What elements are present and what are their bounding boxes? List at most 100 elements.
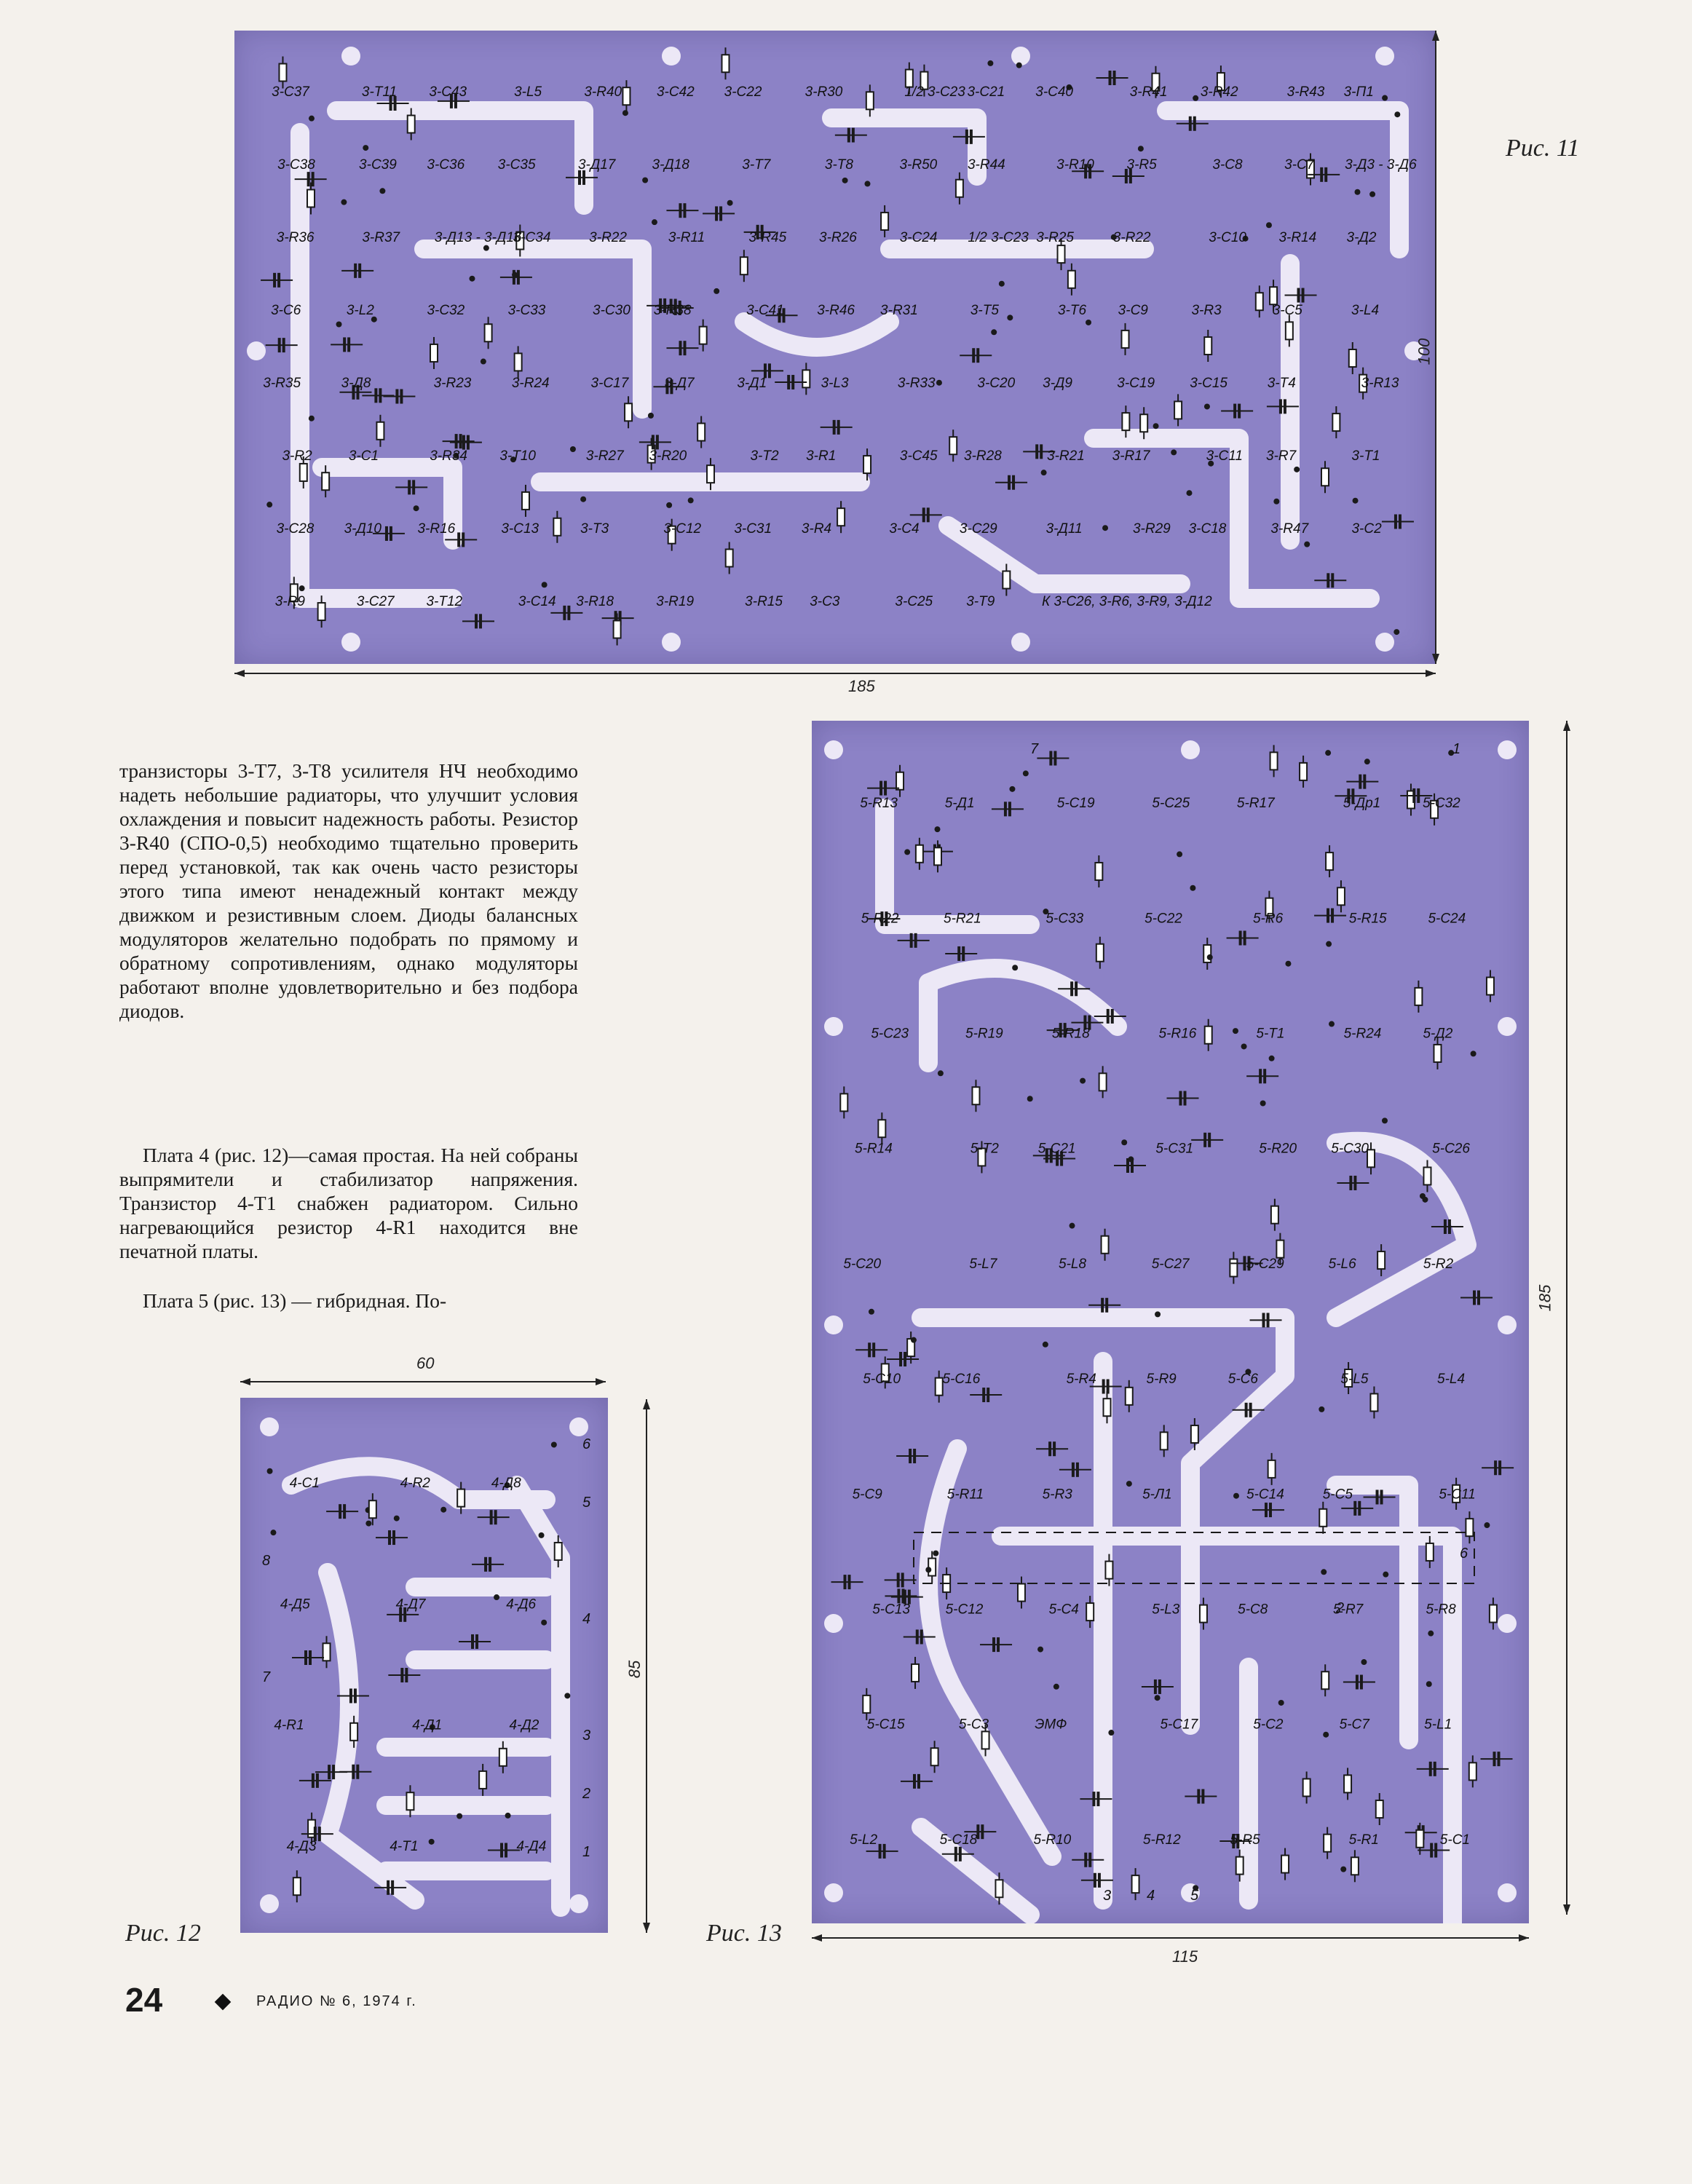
resistor-symbol: [1332, 413, 1341, 432]
solder-pad: [1080, 1077, 1086, 1084]
resistor-symbol: [1284, 321, 1294, 341]
solder-pad: [1069, 1222, 1075, 1229]
pin-label: 6: [1460, 1546, 1468, 1562]
resistor-symbol: [1269, 751, 1278, 771]
copper-trace: [282, 1457, 556, 1509]
solder-pad: [1110, 234, 1117, 240]
solder-pad: [393, 1515, 400, 1522]
component-label: 3-R4: [802, 521, 831, 537]
resistor-symbol: [1299, 761, 1308, 781]
copper-trace: [875, 799, 1040, 934]
resistor-symbol: [920, 71, 929, 90]
solder-pad: [1304, 541, 1310, 547]
resistor-symbol: [478, 1770, 488, 1789]
component-label: 5-R12: [1143, 1832, 1181, 1848]
resistor-symbol: [1321, 467, 1330, 487]
fig11-caption: Рис. 11: [1506, 135, 1580, 162]
component-label: 3-C3: [810, 594, 840, 609]
page-number: 24: [125, 1981, 163, 2019]
copper-trace: [1327, 1131, 1476, 1327]
component-label: 3-Д2: [1347, 230, 1377, 245]
solder-pad: [469, 275, 475, 282]
component-label: 3-T7: [742, 157, 772, 173]
component-label: 3-R29: [1133, 521, 1171, 537]
solder-pad: [1470, 1051, 1476, 1057]
component-label: 5-C1: [1440, 1832, 1470, 1848]
solder-pad: [1245, 1369, 1252, 1375]
component-label: 5-C15: [867, 1717, 905, 1733]
component-label: 3-C34: [513, 230, 551, 245]
solder-pad: [512, 272, 518, 278]
pin-label: 1: [1452, 741, 1460, 757]
resistor-symbol: [553, 517, 562, 537]
component-label: 3-C30: [593, 303, 630, 318]
resistor-symbol: [934, 1377, 944, 1396]
component-label: 3-R15: [745, 594, 783, 609]
component-label: 3-R33: [898, 376, 936, 391]
mounting-hole: [1404, 341, 1423, 360]
component-label: 5-C16: [943, 1372, 981, 1387]
resistor-symbol: [802, 369, 811, 389]
component-label: 4-Д2: [510, 1718, 539, 1733]
component-label: 3-R20: [649, 448, 687, 464]
solder-pad: [1154, 1695, 1161, 1701]
component-label: 3-R19: [656, 594, 694, 609]
copper-trace: [938, 516, 1190, 593]
resistor-symbol: [1067, 269, 1076, 289]
resistor-symbol: [292, 1877, 301, 1896]
component-label: 3-R31: [880, 303, 918, 318]
solder-pad: [1381, 1117, 1388, 1124]
component-label: 1/2 3-C23: [968, 230, 1029, 245]
resistor-symbol: [1414, 986, 1423, 1006]
copper-trace: [735, 312, 899, 357]
solder-pad: [1027, 1096, 1033, 1102]
component-label: 5-L3: [1152, 1602, 1179, 1618]
component-label: 4-Д5: [280, 1597, 310, 1612]
mounting-hole: [569, 1894, 588, 1913]
component-label: 3-R3: [1191, 303, 1222, 318]
resistor-symbol: [1098, 1072, 1107, 1092]
component-label: 5-C14: [1246, 1487, 1284, 1502]
solder-pad: [1186, 490, 1193, 496]
solder-pad: [494, 1594, 500, 1601]
resistor-symbol: [483, 323, 493, 343]
solder-pad: [910, 1337, 917, 1343]
solder-pad: [1273, 498, 1280, 505]
solder-pad: [987, 60, 994, 66]
component-label: 3-Д13 - 3-Д16: [435, 230, 522, 245]
component-label: 3-T4: [1268, 376, 1296, 391]
mounting-hole: [662, 633, 681, 652]
component-label: 3-T9: [966, 594, 995, 609]
component-label: 5-T2: [970, 1142, 1000, 1157]
solder-pad: [991, 329, 997, 336]
solder-pad: [1369, 191, 1376, 197]
mounting-hole: [824, 1315, 843, 1334]
resistor-symbol: [1367, 1149, 1376, 1168]
resistor-symbol: [430, 343, 439, 363]
component-label: 3-C4: [889, 521, 919, 537]
component-label: 3-C36: [427, 157, 464, 173]
solder-pad: [1171, 449, 1177, 456]
component-label: 3-T11: [362, 84, 397, 100]
resistor-symbol: [1377, 1251, 1386, 1270]
component-label: 3-R10: [1056, 157, 1094, 173]
component-label: 5-C33: [1045, 911, 1083, 926]
component-label: 3-L2: [347, 303, 374, 318]
solder-pad: [937, 1070, 944, 1077]
resistor-symbol: [1359, 373, 1368, 393]
resistor-symbol: [1281, 1854, 1290, 1874]
component-label: ЭМФ: [1035, 1717, 1067, 1733]
component-label: 5-L1: [1424, 1717, 1452, 1733]
solder-pad: [308, 115, 315, 122]
component-label: 3-Д17: [578, 157, 617, 173]
resistor-symbol: [1016, 1583, 1026, 1602]
resistor-symbol: [1344, 1369, 1353, 1388]
solder-pad: [299, 585, 305, 592]
resistor-symbol: [862, 1694, 871, 1714]
pin-label: 1: [582, 1844, 590, 1860]
resistor-symbol: [406, 1792, 415, 1811]
solder-pad: [1426, 1681, 1432, 1688]
component-label: 5-C12: [946, 1602, 984, 1618]
component-label: 5-R18: [1052, 1026, 1090, 1042]
resistor-symbol: [1276, 1239, 1285, 1259]
